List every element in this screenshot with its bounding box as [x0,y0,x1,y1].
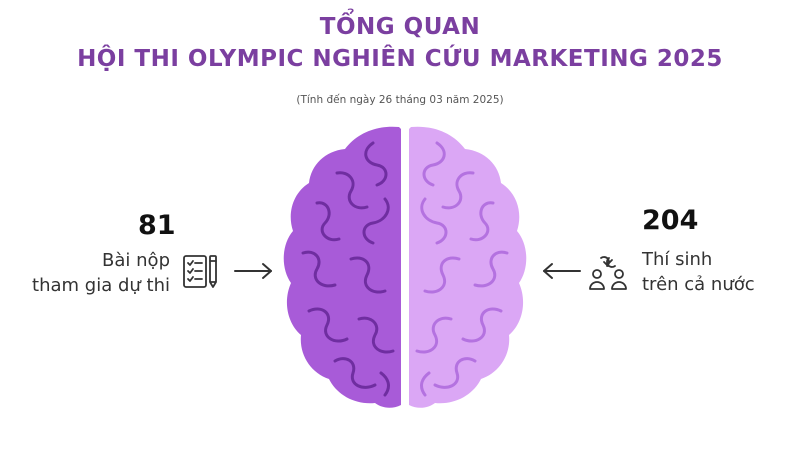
submissions-count: 81 [138,210,176,241]
participants-label-line1: Thí sinh [642,249,713,270]
submissions-label-line2: tham gia dự thi [32,275,170,296]
brain-left-hemisphere [283,126,401,408]
brain-right-hemisphere [409,126,527,408]
participants-count: 204 [642,205,699,236]
participants-label: Thí sinh trên cả nước [642,247,755,297]
document-checklist-icon [183,255,217,288]
participants-label-line2: trên cả nước [642,274,755,295]
arrow-right-icon [234,263,272,279]
people-icon [589,256,627,290]
page-title: TỔNG QUAN [319,14,481,40]
page-subtitle-main: HỘI THI OLYMPIC NGHIÊN CỨU MARKETING 202… [77,46,723,72]
date-note: (Tính đến ngày 26 tháng 03 năm 2025) [296,94,504,106]
brain-illustration [283,126,527,408]
submissions-label: Bài nộp tham gia dự thi [32,248,170,298]
submissions-label-line1: Bài nộp [102,250,170,271]
arrow-left-icon [543,263,581,279]
